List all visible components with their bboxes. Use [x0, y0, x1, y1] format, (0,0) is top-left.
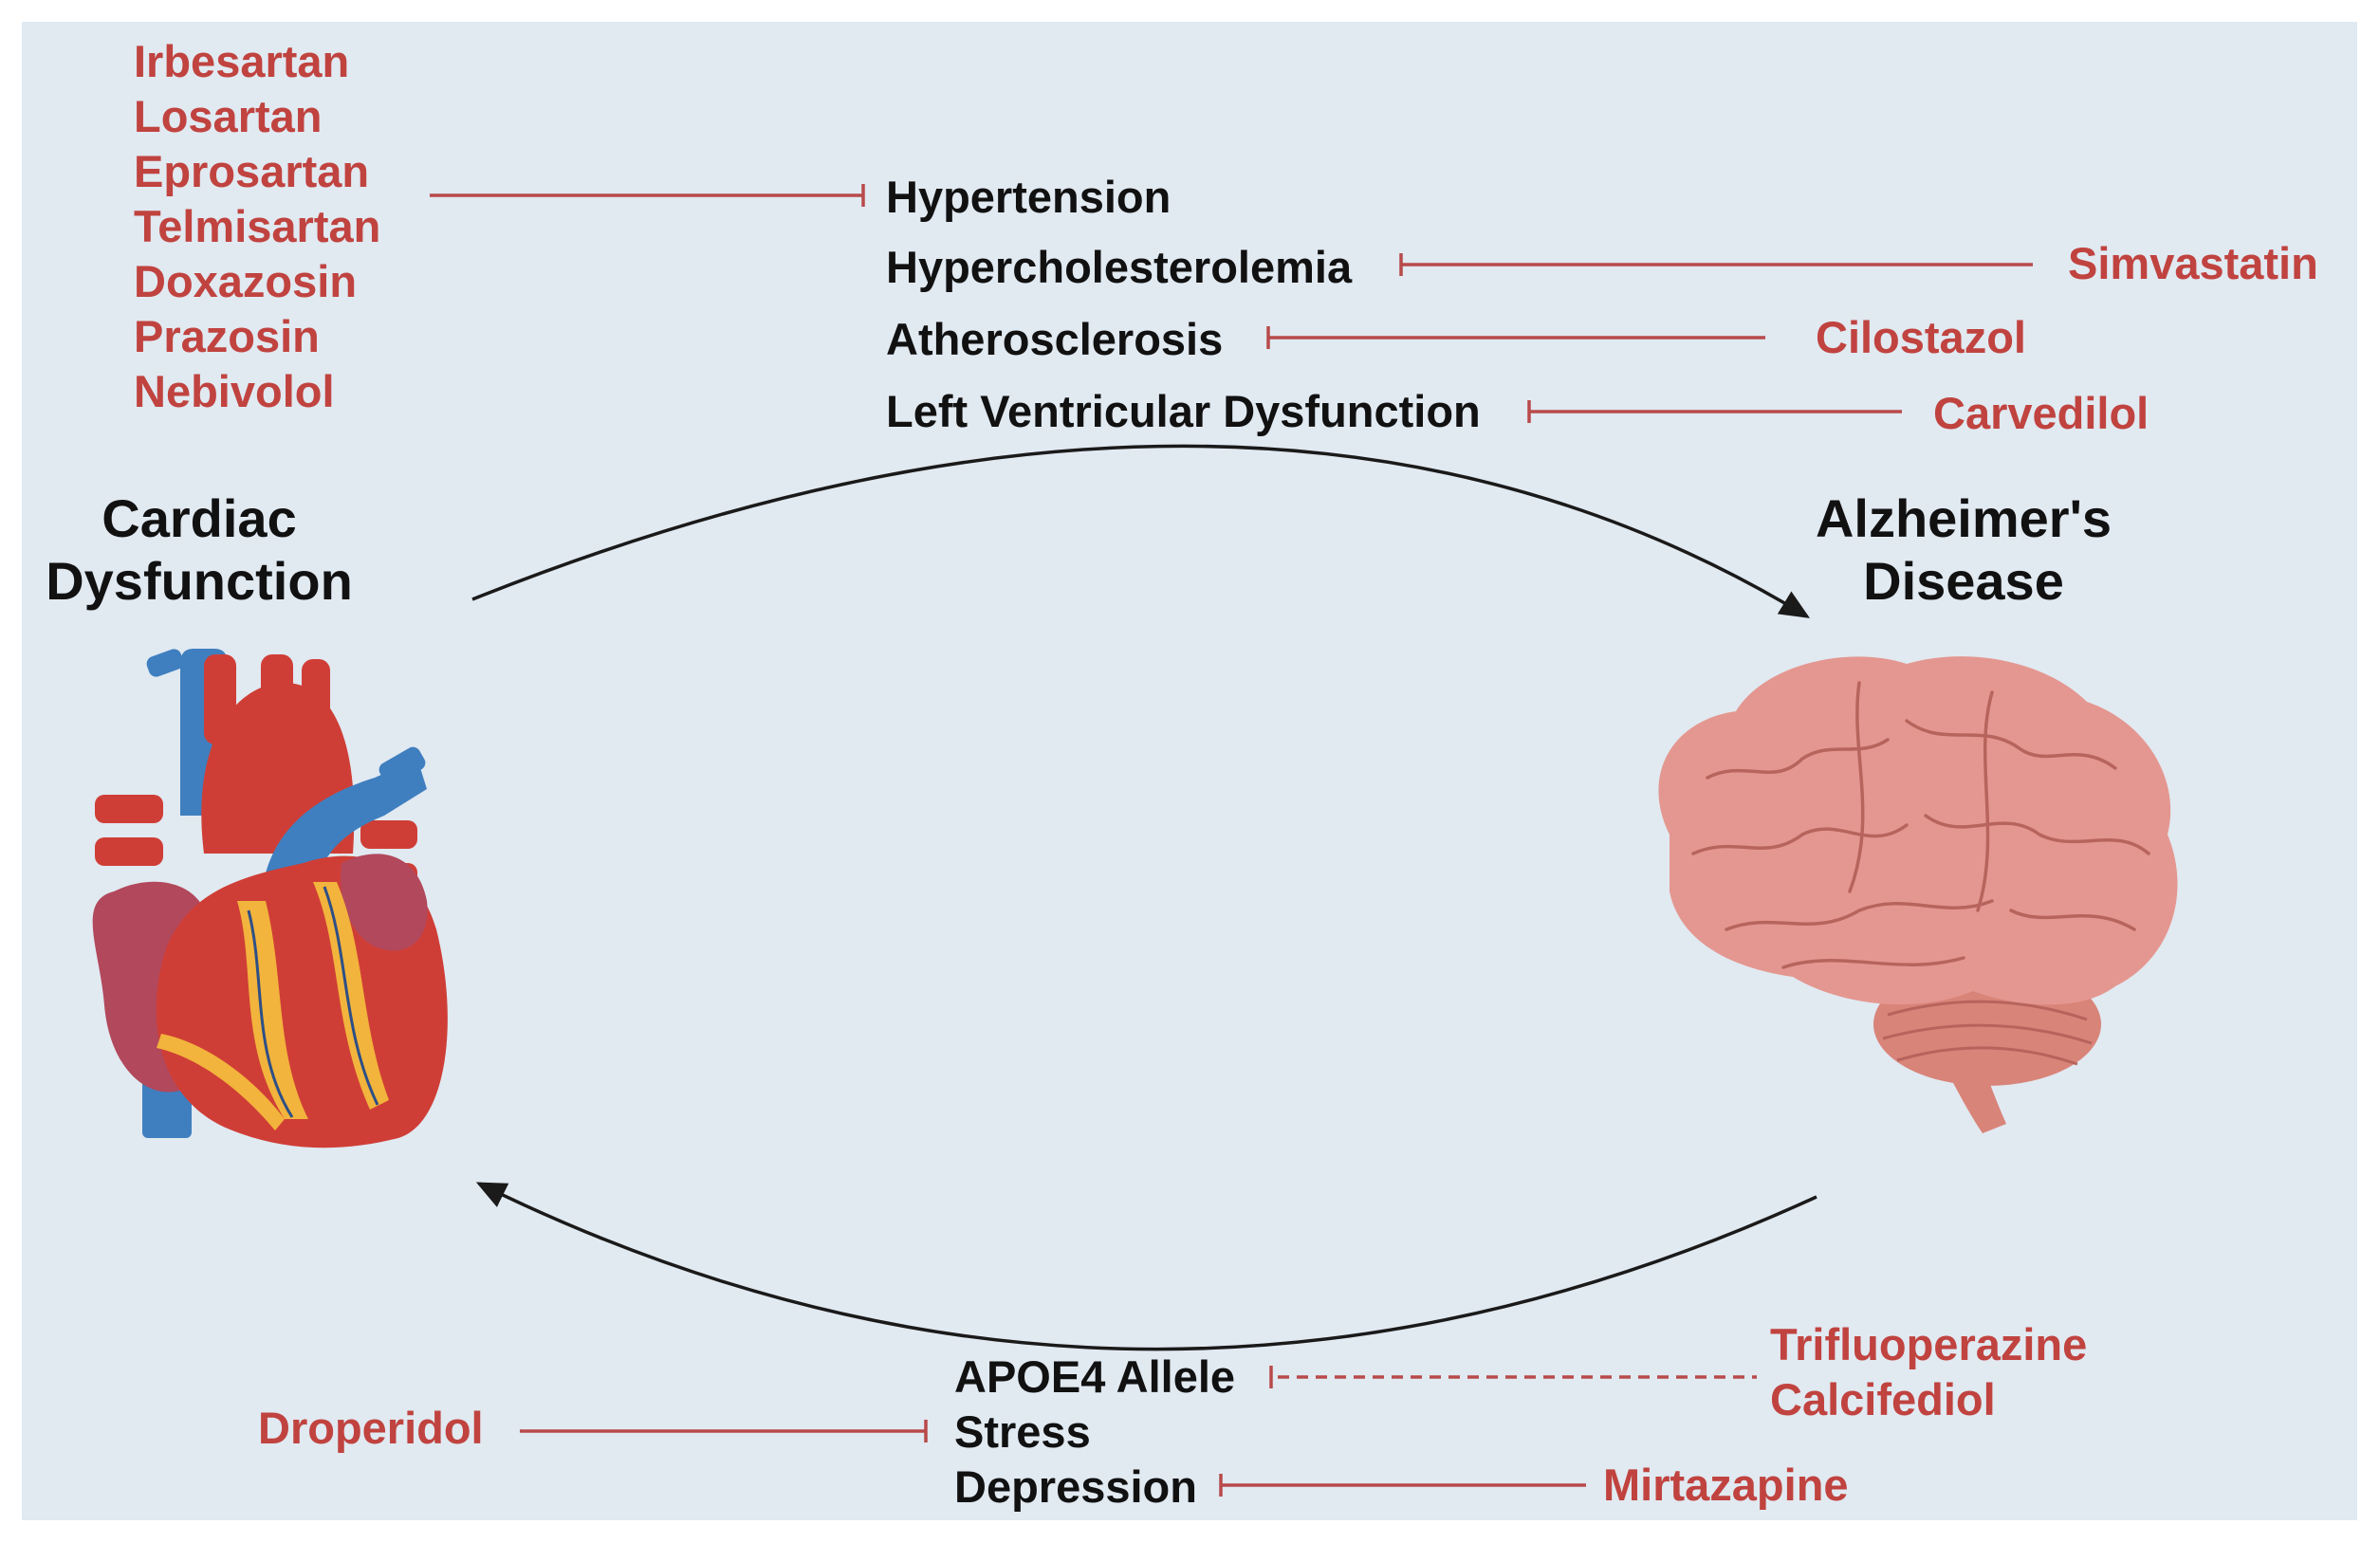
inhibit-apoe4-dashed — [1269, 1366, 1757, 1388]
condition-hypertension: Hypertension — [886, 172, 1172, 222]
alzheimers-line1: Alzheimer's — [1815, 488, 2112, 548]
inhibit-atherosclerosis — [1266, 326, 1765, 349]
drug-trifluoperazine: Trifluoperazine — [1770, 1319, 2088, 1369]
condition-depression: Depression — [954, 1461, 1197, 1512]
condition-lv-dysfunction: Left Ventricular Dysfunction — [886, 386, 1481, 436]
drug-calcifediol: Calcifediol — [1770, 1374, 1996, 1424]
condition-atherosclerosis: Atherosclerosis — [886, 314, 1224, 364]
drug-droperidol: Droperidol — [258, 1403, 484, 1453]
drug-cilostazol: Cilostazol — [1816, 312, 2026, 362]
drug-doxazosin: Doxazosin — [134, 256, 358, 306]
alzheimers-line2: Disease — [1863, 551, 2064, 611]
node-cardiac-dysfunction: Cardiac Dysfunction — [28, 487, 370, 613]
cardiac-line1: Cardiac — [101, 488, 297, 548]
heart-icon — [92, 649, 448, 1148]
drug-carvedilol: Carvedilol — [1933, 388, 2149, 438]
arrow-cardiac-to-alzheimers — [471, 444, 1810, 618]
drug-losartan: Losartan — [134, 91, 323, 141]
brain-icon — [1658, 656, 2178, 1133]
drug-irbesartan: Irbesartan — [134, 36, 350, 86]
condition-hypercholesterolemia: Hypercholesterolemia — [886, 242, 1353, 292]
inhibit-lv-dysfunction — [1527, 400, 1902, 423]
inhibit-depression — [1219, 1474, 1586, 1497]
node-alzheimers-disease: Alzheimer's Disease — [1783, 487, 2144, 613]
drug-simvastatin: Simvastatin — [2068, 238, 2318, 288]
drug-mirtazapine: Mirtazapine — [1603, 1460, 1849, 1510]
condition-apoe4-allele: APOE4 Allele — [954, 1351, 1236, 1402]
arrow-alzheimers-to-cardiac — [475, 1182, 1817, 1351]
drug-nebivolol: Nebivolol — [134, 366, 335, 416]
cardiac-line2: Dysfunction — [46, 551, 353, 611]
inhibit-hypertension — [430, 184, 865, 207]
drug-prazosin: Prazosin — [134, 311, 320, 361]
inhibit-stress — [520, 1420, 928, 1442]
drug-eprosartan: Eprosartan — [134, 146, 370, 196]
condition-stress: Stress — [954, 1406, 1091, 1457]
inhibit-hypercholesterolemia — [1399, 253, 2033, 276]
drug-telmisartan: Telmisartan — [134, 201, 381, 251]
